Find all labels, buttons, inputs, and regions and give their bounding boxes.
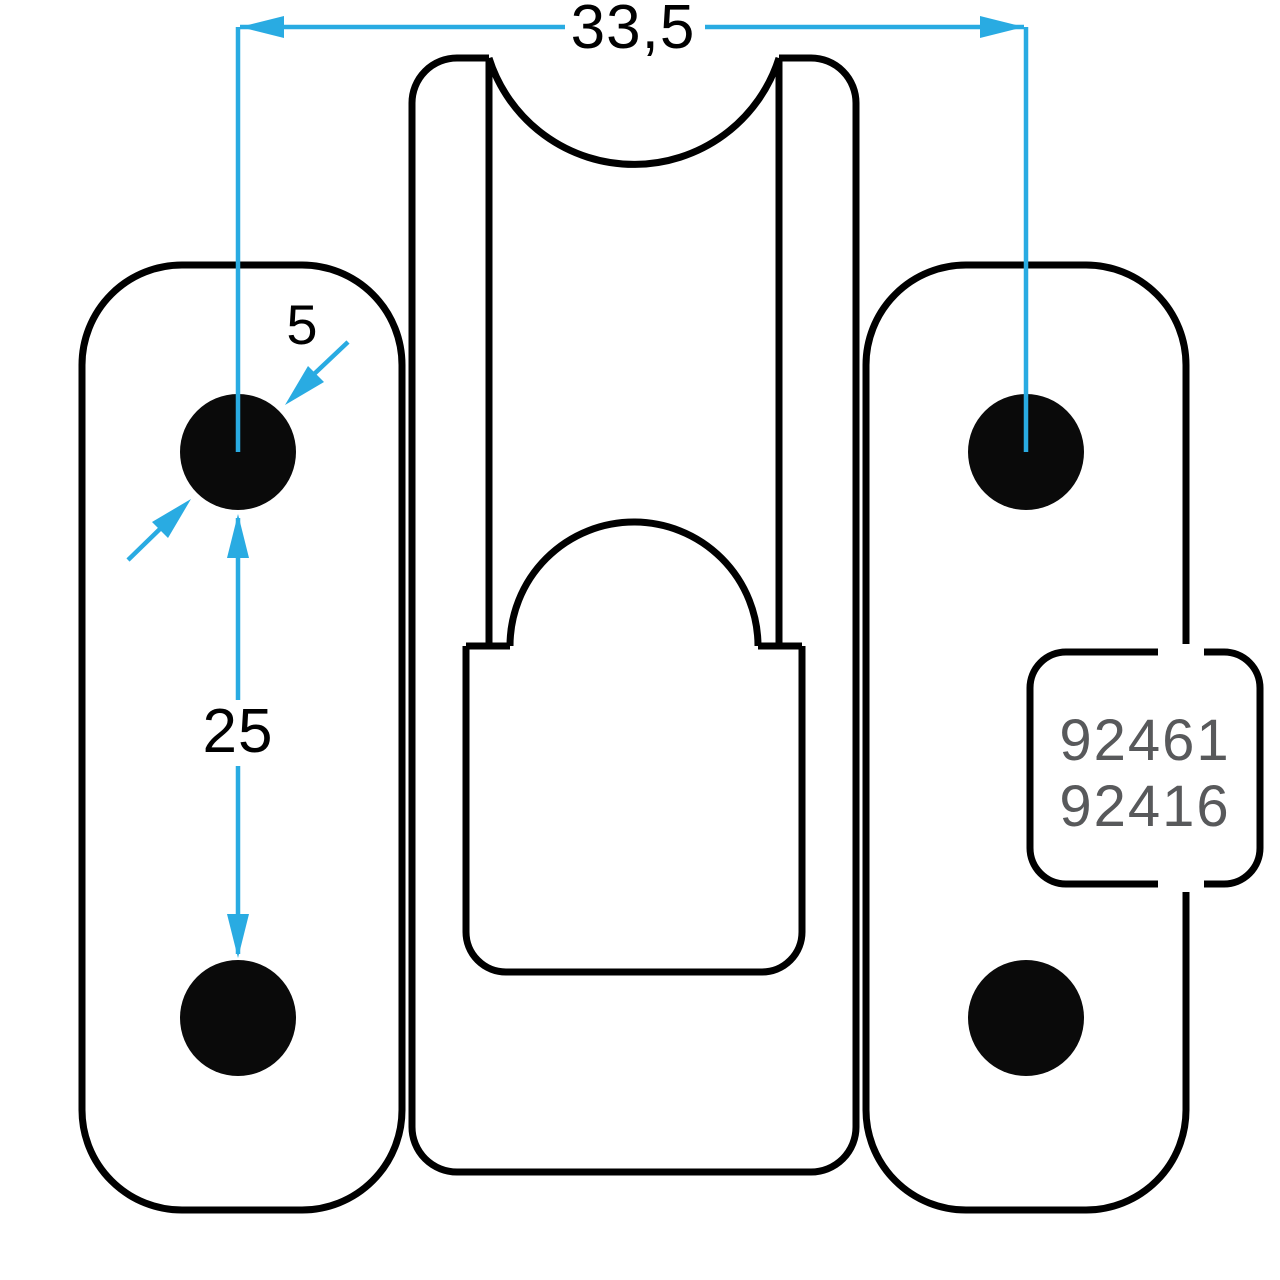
center-body-outline (408, 54, 860, 1176)
dim-33-5-arrow-right (980, 16, 1024, 38)
dim-33-5-arrow-left (240, 16, 284, 38)
dim-33-5-label: 33,5 (571, 0, 696, 62)
part-number-line2: 92416 (1059, 774, 1230, 839)
slot-top-arch (485, 56, 783, 168)
hole-bottom-right (968, 960, 1084, 1076)
dim-5-leader-upper (310, 340, 350, 378)
dim-25-arrow-bottom (227, 914, 249, 958)
dim-25-arrow-top (227, 514, 249, 558)
dim-5-leader-lower (126, 524, 165, 562)
dim-5-arrow-upper (285, 366, 324, 405)
dim-25-label: 25 (203, 697, 274, 766)
dim-5-label: 5 (286, 293, 317, 356)
label-white-band (1158, 644, 1204, 892)
dim-5-arrow-lower (152, 499, 191, 538)
hole-bottom-left (180, 960, 296, 1076)
slot-lower-channel (462, 646, 806, 976)
slot-middle-dome (506, 518, 762, 647)
part-number-line1: 92461 (1059, 708, 1230, 773)
left-plate-outline (78, 261, 406, 1214)
